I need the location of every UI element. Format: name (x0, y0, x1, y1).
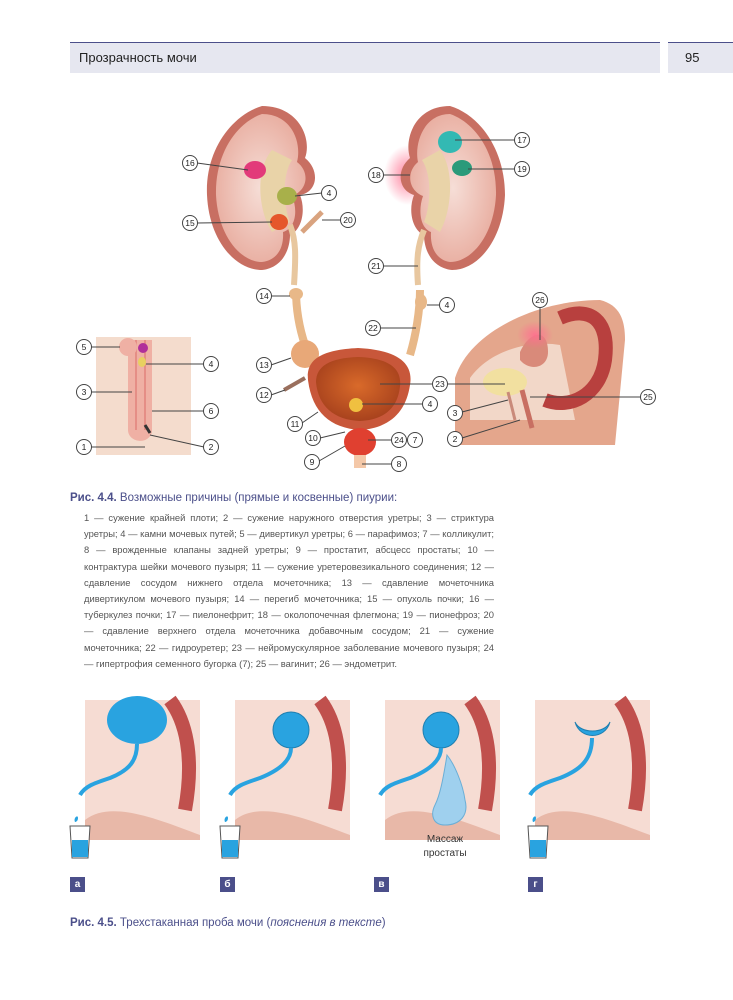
callout-12: 12 (259, 390, 269, 400)
figure-4-5-caption: Рис. 4.5. Трехстаканная проба мочи (пояс… (70, 917, 660, 929)
callout-7: 7 (413, 435, 418, 445)
header-title: Прозрачность мочи (79, 50, 197, 65)
callout-5: 5 (82, 342, 87, 352)
figure-4-4-legend: 1 — сужение крайней плоти; 2 — сужение н… (84, 510, 494, 672)
caption-label: Рис. 4.4. (70, 492, 117, 504)
caption-2-label: Рис. 4.5. (70, 917, 117, 929)
callout-6: 6 (209, 406, 214, 416)
panel-label-b: б (220, 877, 235, 892)
callout-23: 23 (435, 379, 445, 389)
caption-2-italic: пояснения в тексте (270, 917, 382, 929)
callout-19: 19 (517, 164, 527, 174)
prostate-massage-label: Массаж простаты (400, 833, 490, 861)
legend-text: 1 — сужение крайней плоти; 2 — сужение н… (84, 512, 494, 669)
callout-18: 18 (371, 170, 381, 180)
massage-line-1: Массаж (426, 834, 464, 845)
callouts: 16 4 15 20 17 18 19 21 5 4 3 6 1 2 14 13 (76, 132, 656, 472)
callout-10: 10 (308, 433, 318, 443)
female-pelvis-diagram (455, 300, 625, 445)
right-kidney (384, 106, 505, 286)
callout-3-female: 3 (453, 408, 458, 418)
glass-d (527, 816, 549, 859)
callout-3: 3 (82, 387, 87, 397)
callout-26: 26 (535, 295, 545, 305)
callout-1: 1 (82, 442, 87, 452)
callout-24: 24 (394, 435, 404, 445)
figure-4-4-illustration: 16 4 15 20 17 18 19 21 5 4 3 6 1 2 14 13 (76, 106, 656, 472)
massage-line-2: простаты (423, 848, 467, 859)
figure-4-5-illustration (69, 695, 650, 859)
callout-13: 13 (259, 360, 269, 370)
caption-2-end: ) (381, 917, 386, 929)
callout-15: 15 (185, 218, 195, 228)
panel-label-a: а (70, 877, 85, 892)
callout-16: 16 (185, 158, 195, 168)
panel-b-drawing (228, 695, 350, 840)
page-number-box: 95 (668, 42, 733, 73)
bladder-diagram (283, 288, 427, 468)
callout-4-urethra: 4 (209, 359, 214, 369)
glass-b (219, 816, 241, 859)
running-header: Прозрачность мочи (70, 42, 660, 73)
callout-20: 20 (343, 215, 353, 225)
figure-4-4-caption: Рис. 4.4. Возможные причины (прямые и ко… (70, 492, 660, 504)
panel-a-drawing (78, 695, 200, 840)
callout-4-bladder: 4 (428, 399, 433, 409)
caption-text: Возможные причины (прямые и косвенные) п… (119, 492, 398, 504)
callout-22: 22 (368, 323, 378, 333)
page-number: 95 (685, 50, 700, 65)
glass-a (69, 816, 91, 859)
callout-8: 8 (397, 459, 402, 469)
callout-9: 9 (310, 457, 315, 467)
callout-2: 2 (209, 442, 214, 452)
callout-14: 14 (259, 291, 269, 301)
callout-25: 25 (643, 392, 653, 402)
callout-17: 17 (517, 135, 527, 145)
callout-21: 21 (371, 261, 381, 271)
panel-d-drawing (528, 695, 650, 840)
caption-2-text: Трехстаканная проба мочи ( (119, 917, 271, 929)
panel-label-d: г (528, 877, 543, 892)
left-kidney (206, 106, 324, 286)
panel-label-c: в (374, 877, 389, 892)
callout-2-female: 2 (453, 434, 458, 444)
callout-11: 11 (291, 419, 300, 429)
callout-4: 4 (327, 188, 332, 198)
panel-c-drawing (378, 695, 500, 840)
callout-4-ureter: 4 (445, 300, 450, 310)
urethra-diagram (96, 337, 191, 455)
